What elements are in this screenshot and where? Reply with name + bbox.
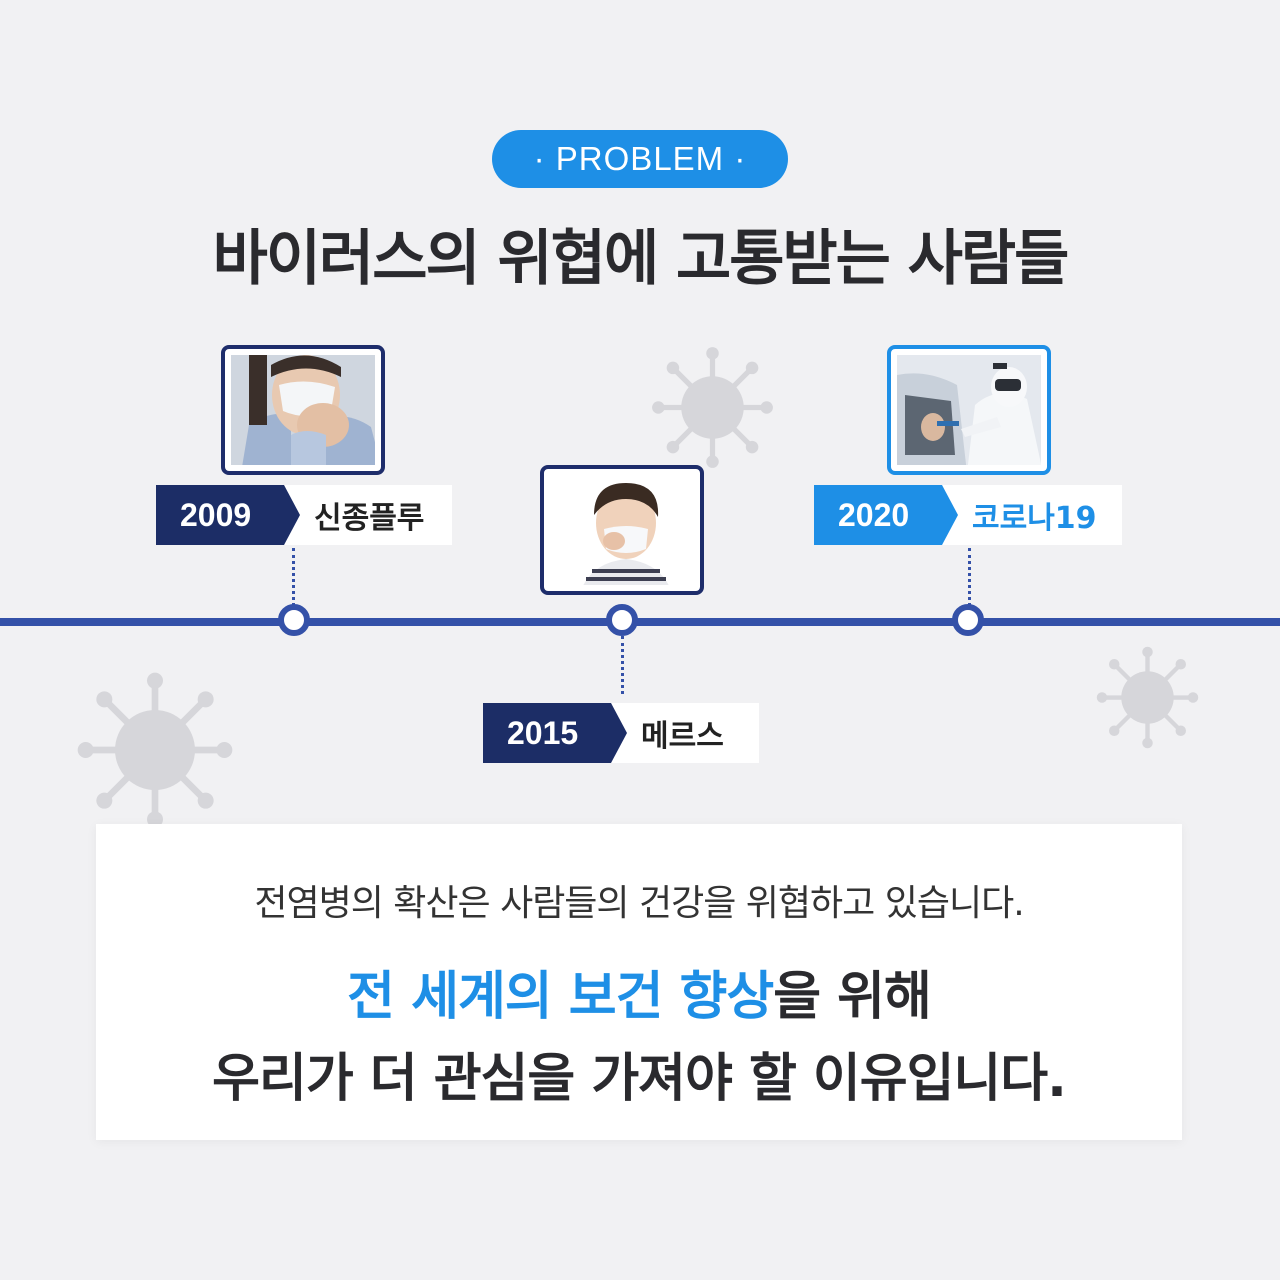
message-line-2-rest: 을 위해 [773, 967, 932, 1027]
timeline-label-2020: 2020 코로나19 [814, 485, 1122, 545]
timeline-node-2015 [606, 604, 638, 636]
year-2020: 2020 [814, 485, 958, 545]
connector-2009 [292, 548, 295, 606]
photo-2015 [540, 465, 704, 595]
year-2015: 2015 [483, 703, 627, 763]
page-title: 바이러스의 위협에 고통받는 사람들 [212, 224, 1070, 294]
event-2015: 메르스 [611, 703, 759, 763]
message-highlight: 전 세계의 보건 향상 [347, 967, 774, 1027]
timeline-line [0, 618, 1280, 626]
virus-icon [1096, 646, 1199, 749]
message-line-3: 우리가 더 관심을 가져야 할 이유입니다. [212, 1049, 1067, 1109]
message-panel: 전염병의 확산은 사람들의 건강을 위협하고 있습니다. 전 세계의 보건 향상… [96, 824, 1182, 1140]
timeline-node-2009 [278, 604, 310, 636]
section-badge: · PROBLEM · [492, 130, 788, 188]
event-2020: 코로나19 [942, 485, 1122, 545]
photo-2020 [887, 345, 1051, 475]
timeline-label-2009: 2009 신종플루 [156, 485, 452, 545]
year-2009: 2009 [156, 485, 300, 545]
photo-2009 [221, 345, 385, 475]
virus-icon [652, 347, 773, 468]
timeline-label-2015: 2015 메르스 [483, 703, 759, 763]
message-line-2: 전 세계의 보건 향상을 위해 [96, 954, 1182, 1029]
connector-2020 [968, 548, 971, 606]
event-2009: 신종플루 [284, 485, 452, 545]
timeline-node-2020 [952, 604, 984, 636]
connector-2015 [621, 636, 624, 694]
message-line-1: 전염병의 확산은 사람들의 건강을 위협하고 있습니다. [254, 883, 1024, 924]
virus-icon [77, 672, 233, 828]
